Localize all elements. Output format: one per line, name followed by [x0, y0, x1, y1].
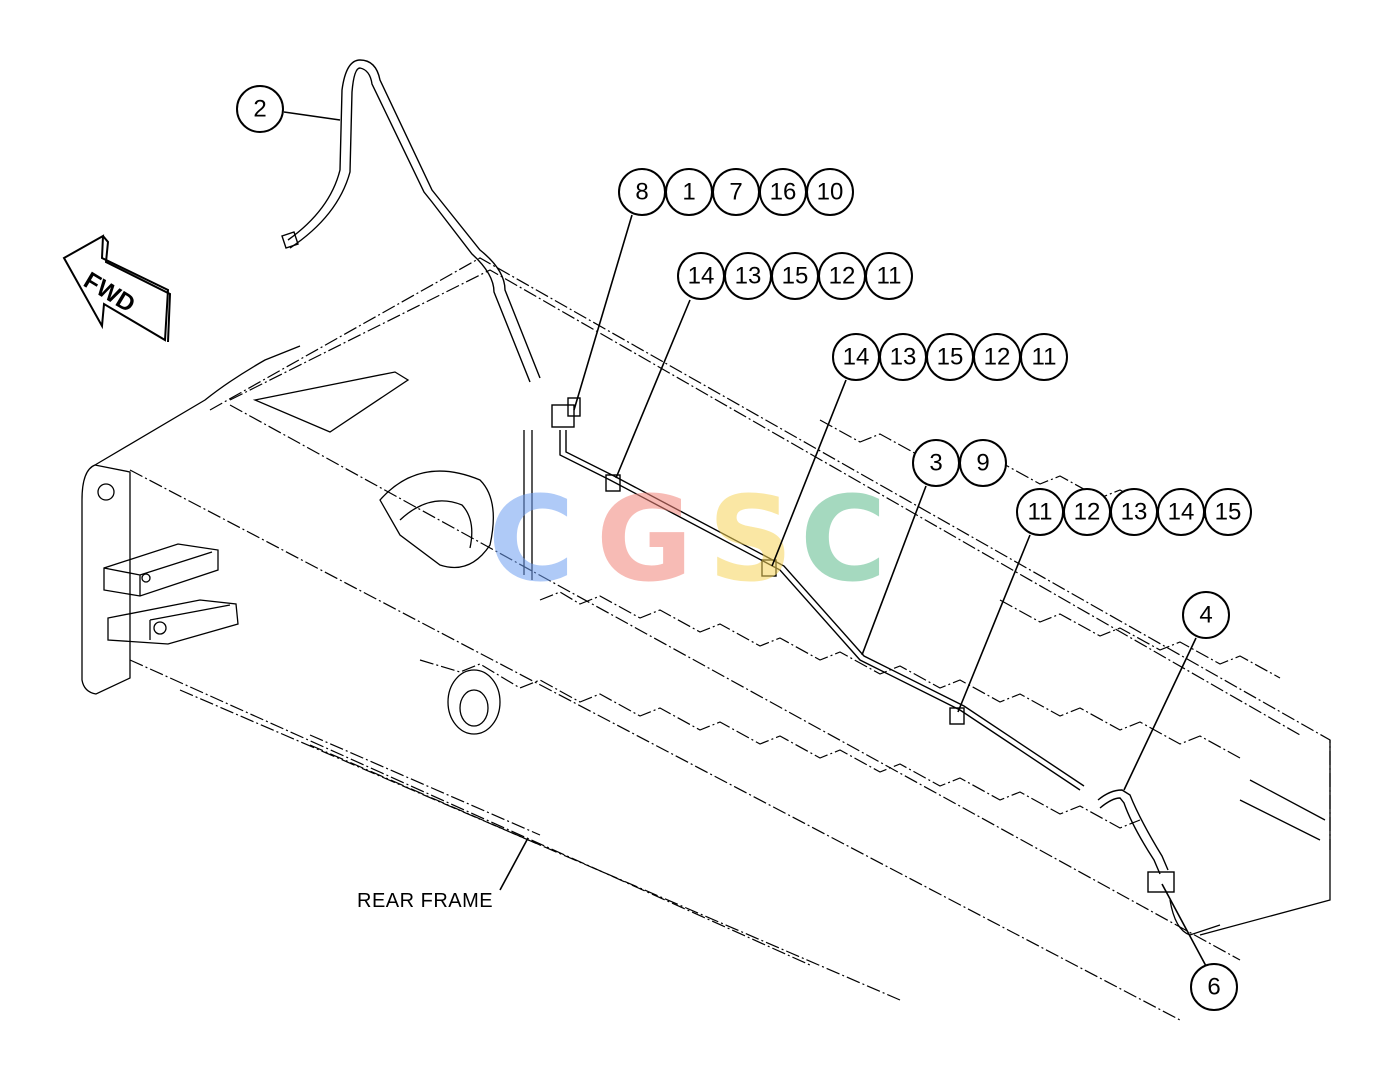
- watermark-letter-1: C: [488, 470, 575, 608]
- fwd-arrow-side: [102, 235, 172, 343]
- callout-number: 11: [877, 263, 902, 290]
- callout-number: 15: [937, 344, 964, 371]
- articulation-ring-inner: [399, 500, 473, 549]
- callout-number: 11: [1028, 499, 1053, 526]
- leader-6: [1161, 883, 1207, 967]
- frame-rib-profile-4: [999, 599, 1281, 679]
- fitting-1: [567, 397, 581, 417]
- callout-number: 14: [843, 344, 870, 371]
- watermark-letter-3: S: [708, 470, 793, 608]
- clip-14-a: [605, 474, 621, 492]
- callout-number: 11: [1032, 344, 1057, 371]
- leader-2: [283, 111, 341, 121]
- callout-number: 10: [817, 179, 844, 206]
- rear-frame-label: REAR FRAME: [357, 890, 493, 912]
- callout-number: 6: [1207, 974, 1220, 1001]
- callout-group-2: 2: [236, 85, 284, 133]
- callout-group-8-1-7-16-10: 8 1 7 16 10: [618, 168, 854, 216]
- leader-4: [1123, 637, 1197, 791]
- callout-number: 9: [976, 450, 989, 477]
- rear-frame-leader: [499, 837, 529, 891]
- frame-vertical-post: [523, 430, 533, 580]
- frame-rib-profile-2: [419, 659, 1141, 829]
- frame-deck-edge: [229, 404, 1241, 961]
- tube-3-run-lower: [565, 430, 1085, 787]
- articulation-ring: [379, 470, 494, 569]
- callout-leaders: [283, 111, 1207, 967]
- callout-number: 16: [770, 179, 797, 206]
- fwd-arrow: FWD: [62, 234, 172, 343]
- callout-number: 8: [635, 179, 648, 206]
- deck-panel: [252, 371, 410, 433]
- hose-2-outer: [287, 59, 541, 379]
- callout-number: 12: [1074, 499, 1101, 526]
- callout-group-14-13-15-12-11-a: 14 13 15 12 11: [677, 252, 913, 300]
- tube-4: [1097, 789, 1169, 871]
- clip-11: [949, 707, 965, 725]
- callout-group-6: 6: [1190, 963, 1238, 1011]
- frame-top-edge: [209, 257, 1331, 850]
- frame-end-plate-top: [94, 345, 301, 466]
- leader-8-1-7-16-10: [573, 214, 633, 411]
- callout-group-11-12-13-14-15: 11 12 13 14 15: [1016, 488, 1252, 536]
- frame-mount-ring: [447, 669, 501, 735]
- callout-number: 7: [729, 179, 742, 206]
- tube-assemblies: [281, 59, 1175, 893]
- frame-mount-ring-inner: [459, 689, 489, 727]
- frame-hole: [97, 483, 115, 501]
- callout-number: 3: [929, 450, 942, 477]
- callout-number: 14: [688, 263, 715, 290]
- callout-number: 14: [1168, 499, 1195, 526]
- rear-frame-drawing: [81, 257, 1331, 1021]
- callout-bubbles: 2 8 1 7 16 10 14 13 15 12 11: [236, 85, 1252, 1011]
- leader-14-13-15-12-11-a: [615, 299, 691, 479]
- hose-2-inner: [289, 67, 531, 383]
- leader-14-13-15-12-11-b: [771, 379, 847, 567]
- hitch-pin-upper: [141, 573, 151, 583]
- callout-number: 13: [1121, 499, 1148, 526]
- callout-number: 13: [890, 344, 917, 371]
- callout-group-3-9: 3 9: [912, 439, 1007, 487]
- callout-number: 13: [735, 263, 762, 290]
- tube-3-run-upper: [559, 430, 1081, 791]
- leader-3-9: [861, 485, 927, 656]
- clip-14-b: [761, 559, 777, 577]
- callout-number: 12: [984, 344, 1011, 371]
- frame-end-plate: [81, 464, 131, 695]
- callout-group-4: 4: [1182, 591, 1230, 639]
- frame-top-inner: [229, 269, 1301, 736]
- callout-number: 12: [829, 263, 856, 290]
- frame-rail-stripe-b: [309, 744, 541, 846]
- callout-number: 15: [1215, 499, 1242, 526]
- leader-11-12-13-14-15: [957, 534, 1031, 713]
- watermark-letter-4: C: [800, 470, 887, 608]
- hitch-bracket-lower: [107, 599, 239, 645]
- frame-rib-profile-1: [539, 591, 1241, 759]
- callout-number: 2: [253, 96, 266, 123]
- tube-4-inner: [1099, 797, 1161, 875]
- hitch-bracket-upper: [103, 543, 219, 597]
- frame-rail-stripe-a: [309, 734, 541, 836]
- fwd-arrow-shape: [62, 234, 170, 342]
- frame-bottom-edge: [129, 659, 811, 966]
- watermark-letter-2: G: [596, 470, 693, 608]
- tee-6: [1147, 871, 1175, 893]
- frame-rib-profile-3: [819, 419, 1221, 527]
- watermark: C G S C: [488, 470, 887, 608]
- callout-number: 15: [782, 263, 809, 290]
- callout-number: 1: [682, 179, 695, 206]
- callout-number: 4: [1199, 602, 1212, 629]
- frame-end-flange: [1169, 899, 1221, 936]
- hitch-pin-lower: [153, 621, 167, 635]
- frame-front-end: [1199, 740, 1331, 936]
- hose-2-end-fitting: [281, 231, 299, 249]
- callout-group-14-13-15-12-11-b: 14 13 15 12 11: [832, 333, 1068, 381]
